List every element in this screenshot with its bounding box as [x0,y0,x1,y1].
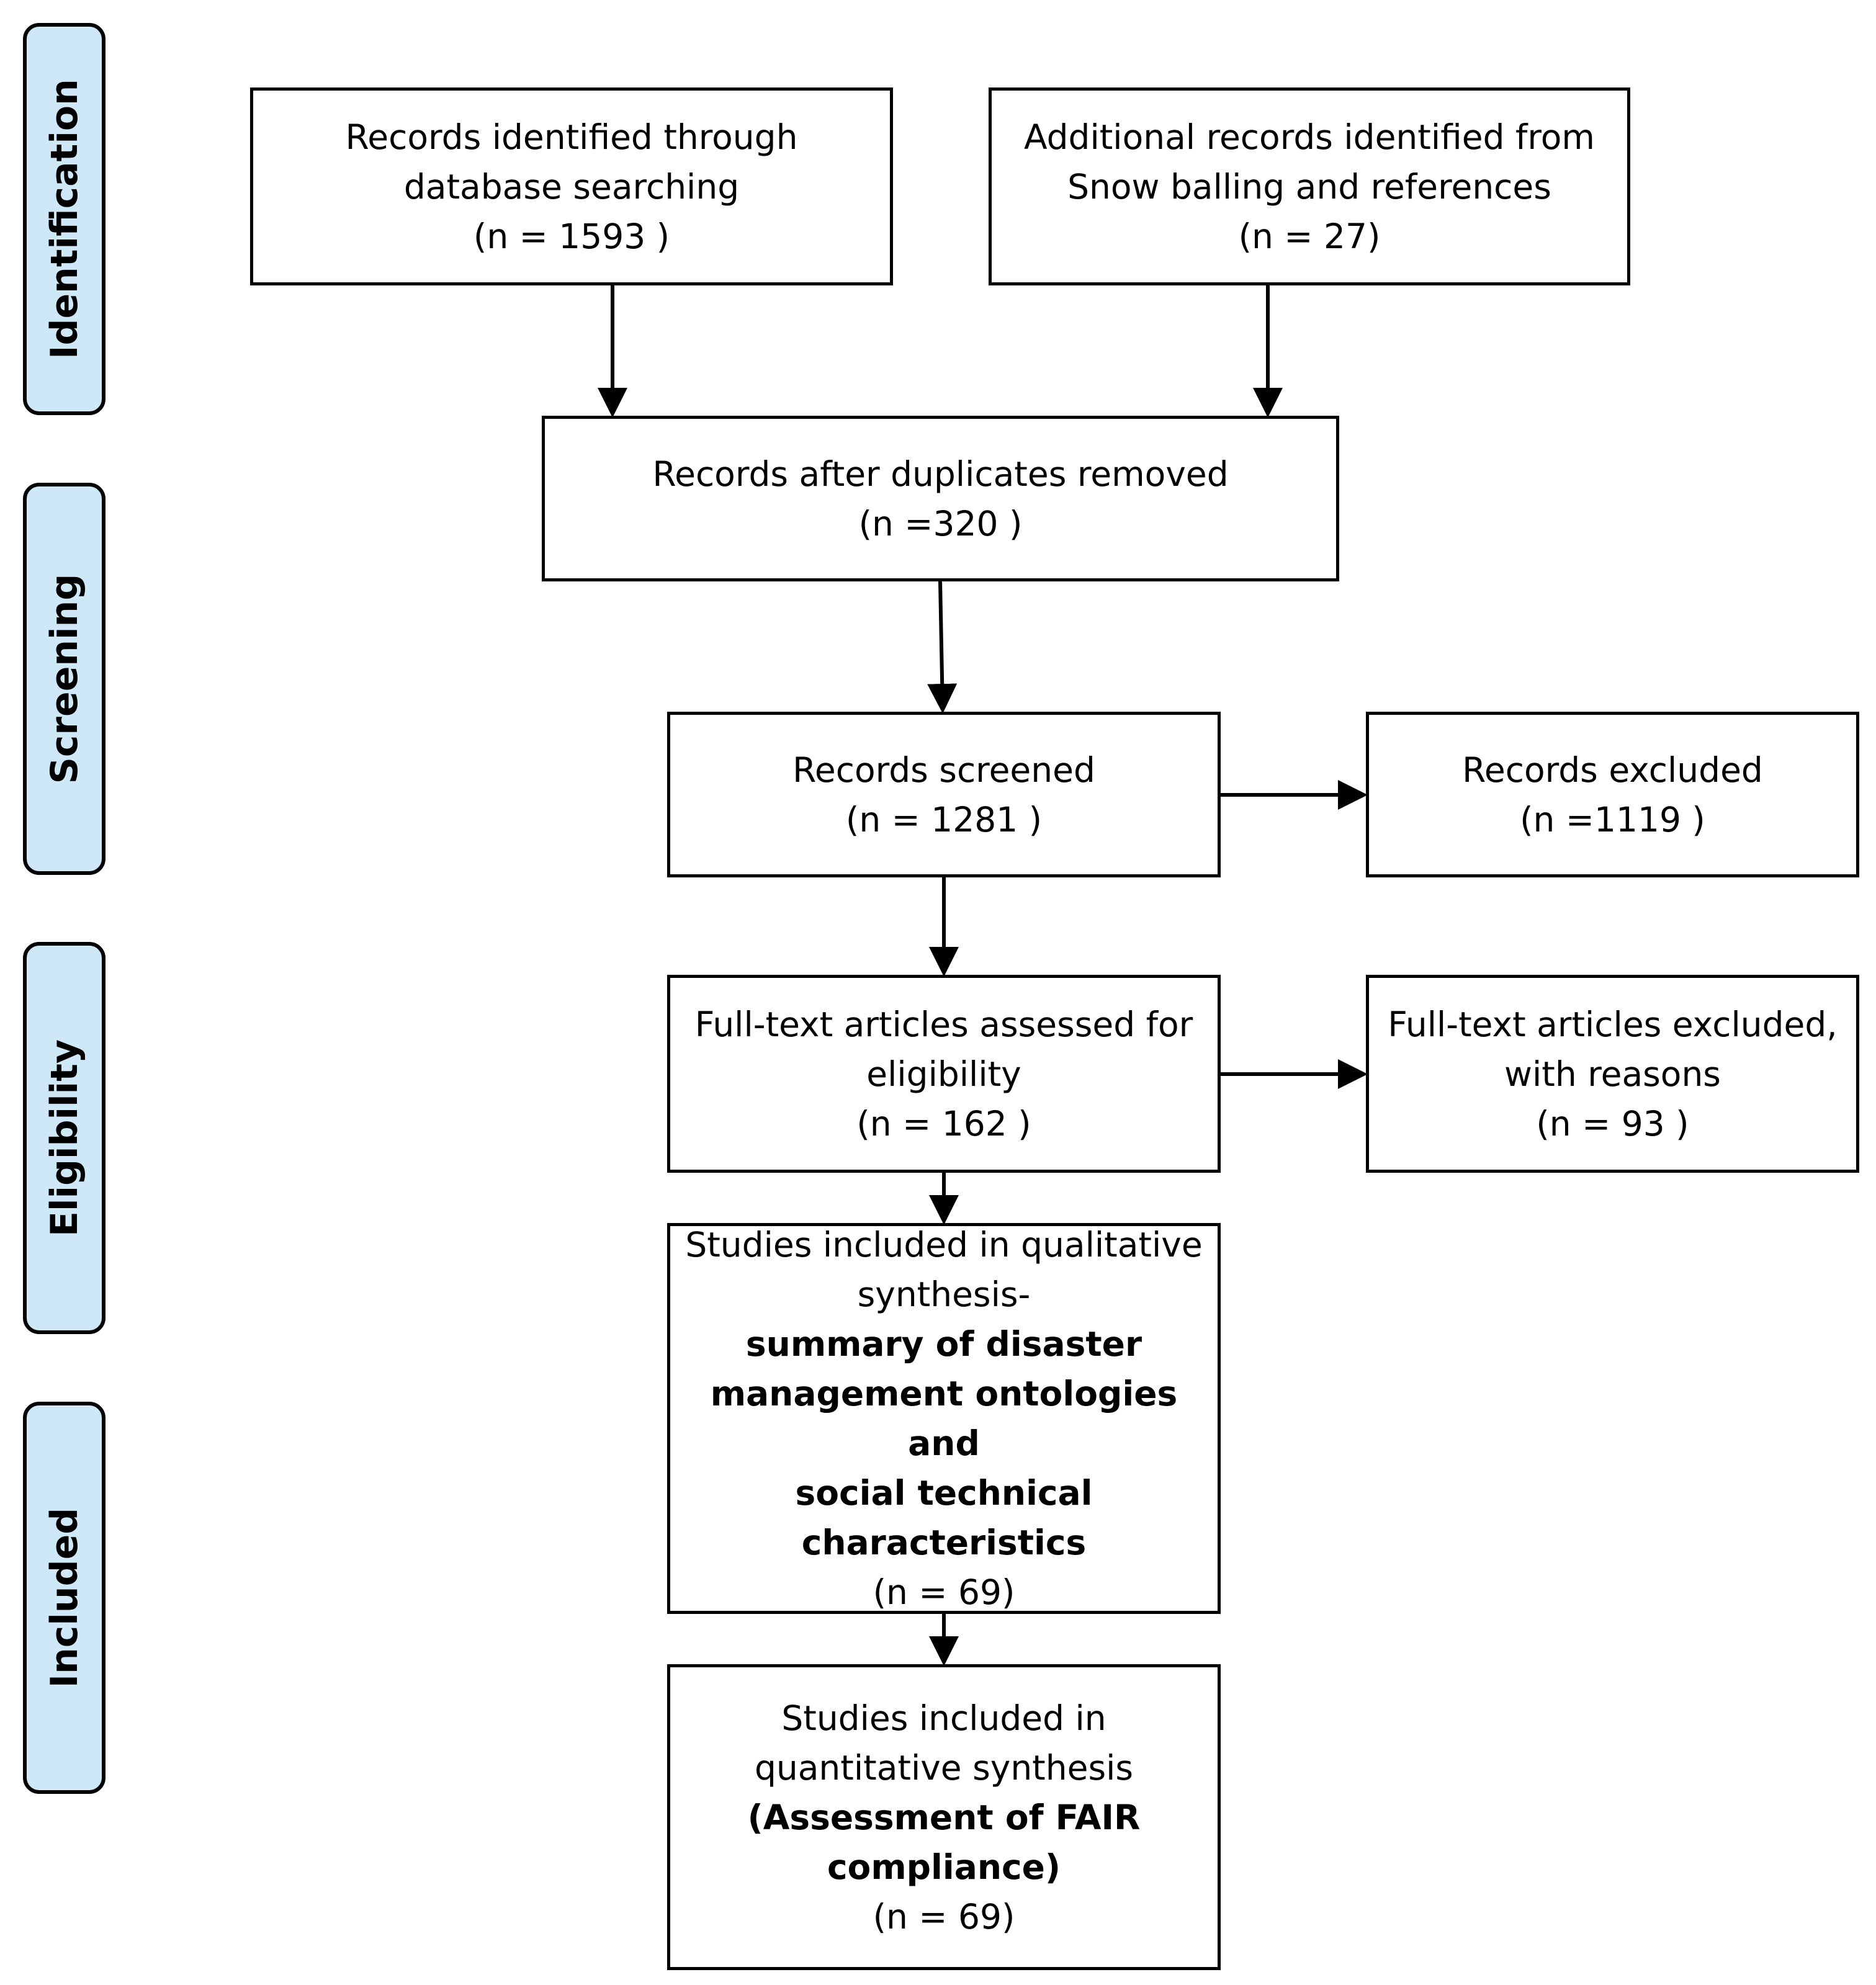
qualitative-bold3: social technical [795,1473,1093,1513]
phase-eligibility: Eligibility [23,942,105,1334]
full-text-assessed-count: (n = 162 ) [856,1103,1031,1144]
box-duplicates-removed: Records after duplicates removed (n =320… [542,416,1339,581]
records-excluded-count: (n =1119 ) [1520,799,1705,840]
quantitative-line2: quantitative synthesis [754,1747,1134,1788]
quantitative-bold2: compliance) [827,1847,1061,1887]
full-text-assessed-line1: Full-text articles assessed for [694,1004,1193,1044]
records-screened-line1: Records screened [792,750,1095,790]
box-database-search: Records identified through database sear… [250,87,893,285]
box-additional-records: Additional records identified from Snow … [989,87,1630,285]
box-qualitative-synthesis: Studies included in qualitative synthesi… [667,1223,1221,1614]
full-text-excluded-line2: with reasons [1504,1054,1721,1094]
additional-records-count: (n = 27) [1238,216,1381,256]
quantitative-bold1: (Assessment of FAIR [747,1797,1141,1837]
duplicates-removed-count: (n =320 ) [858,503,1023,544]
database-search-line2: database searching [403,166,740,207]
phase-screening: Screening [23,483,105,875]
qualitative-count: (n = 69) [873,1572,1015,1612]
box-records-screened: Records screened (n = 1281 ) [667,712,1221,877]
qualitative-bold1: summary of disaster [745,1324,1142,1364]
full-text-excluded-line1: Full-text articles excluded, [1388,1004,1838,1044]
records-screened-count: (n = 1281 ) [845,799,1043,840]
database-search-line1: Records identified through [345,117,798,157]
qualitative-bold2: management ontologies and [710,1374,1178,1463]
additional-records-line1: Additional records identified from [1023,117,1595,157]
additional-records-line2: Snow balling and references [1067,166,1551,207]
duplicates-removed-line1: Records after duplicates removed [652,454,1229,494]
phase-included: Included [23,1402,105,1794]
database-search-count: (n = 1593 ) [473,216,670,256]
box-quantitative-synthesis: Studies included in quantitative synthes… [667,1664,1221,1970]
box-full-text-assessed: Full-text articles assessed for eligibil… [667,975,1221,1173]
qualitative-bold4: characteristics [801,1523,1087,1562]
qualitative-line2: synthesis- [857,1275,1031,1314]
qualitative-line1: Studies included in qualitative [685,1225,1203,1265]
box-full-text-excluded: Full-text articles excluded, with reason… [1366,975,1859,1173]
box-records-excluded: Records excluded (n =1119 ) [1366,712,1859,877]
full-text-excluded-count: (n = 93 ) [1536,1103,1689,1144]
arrow-duplicates-to-screened [927,581,958,714]
quantitative-line1: Studies included in [781,1698,1106,1738]
phase-identification: Identification [23,23,105,415]
full-text-assessed-line2: eligibility [866,1054,1021,1094]
quantitative-count: (n = 69) [873,1896,1015,1937]
records-excluded-line1: Records excluded [1462,750,1763,790]
